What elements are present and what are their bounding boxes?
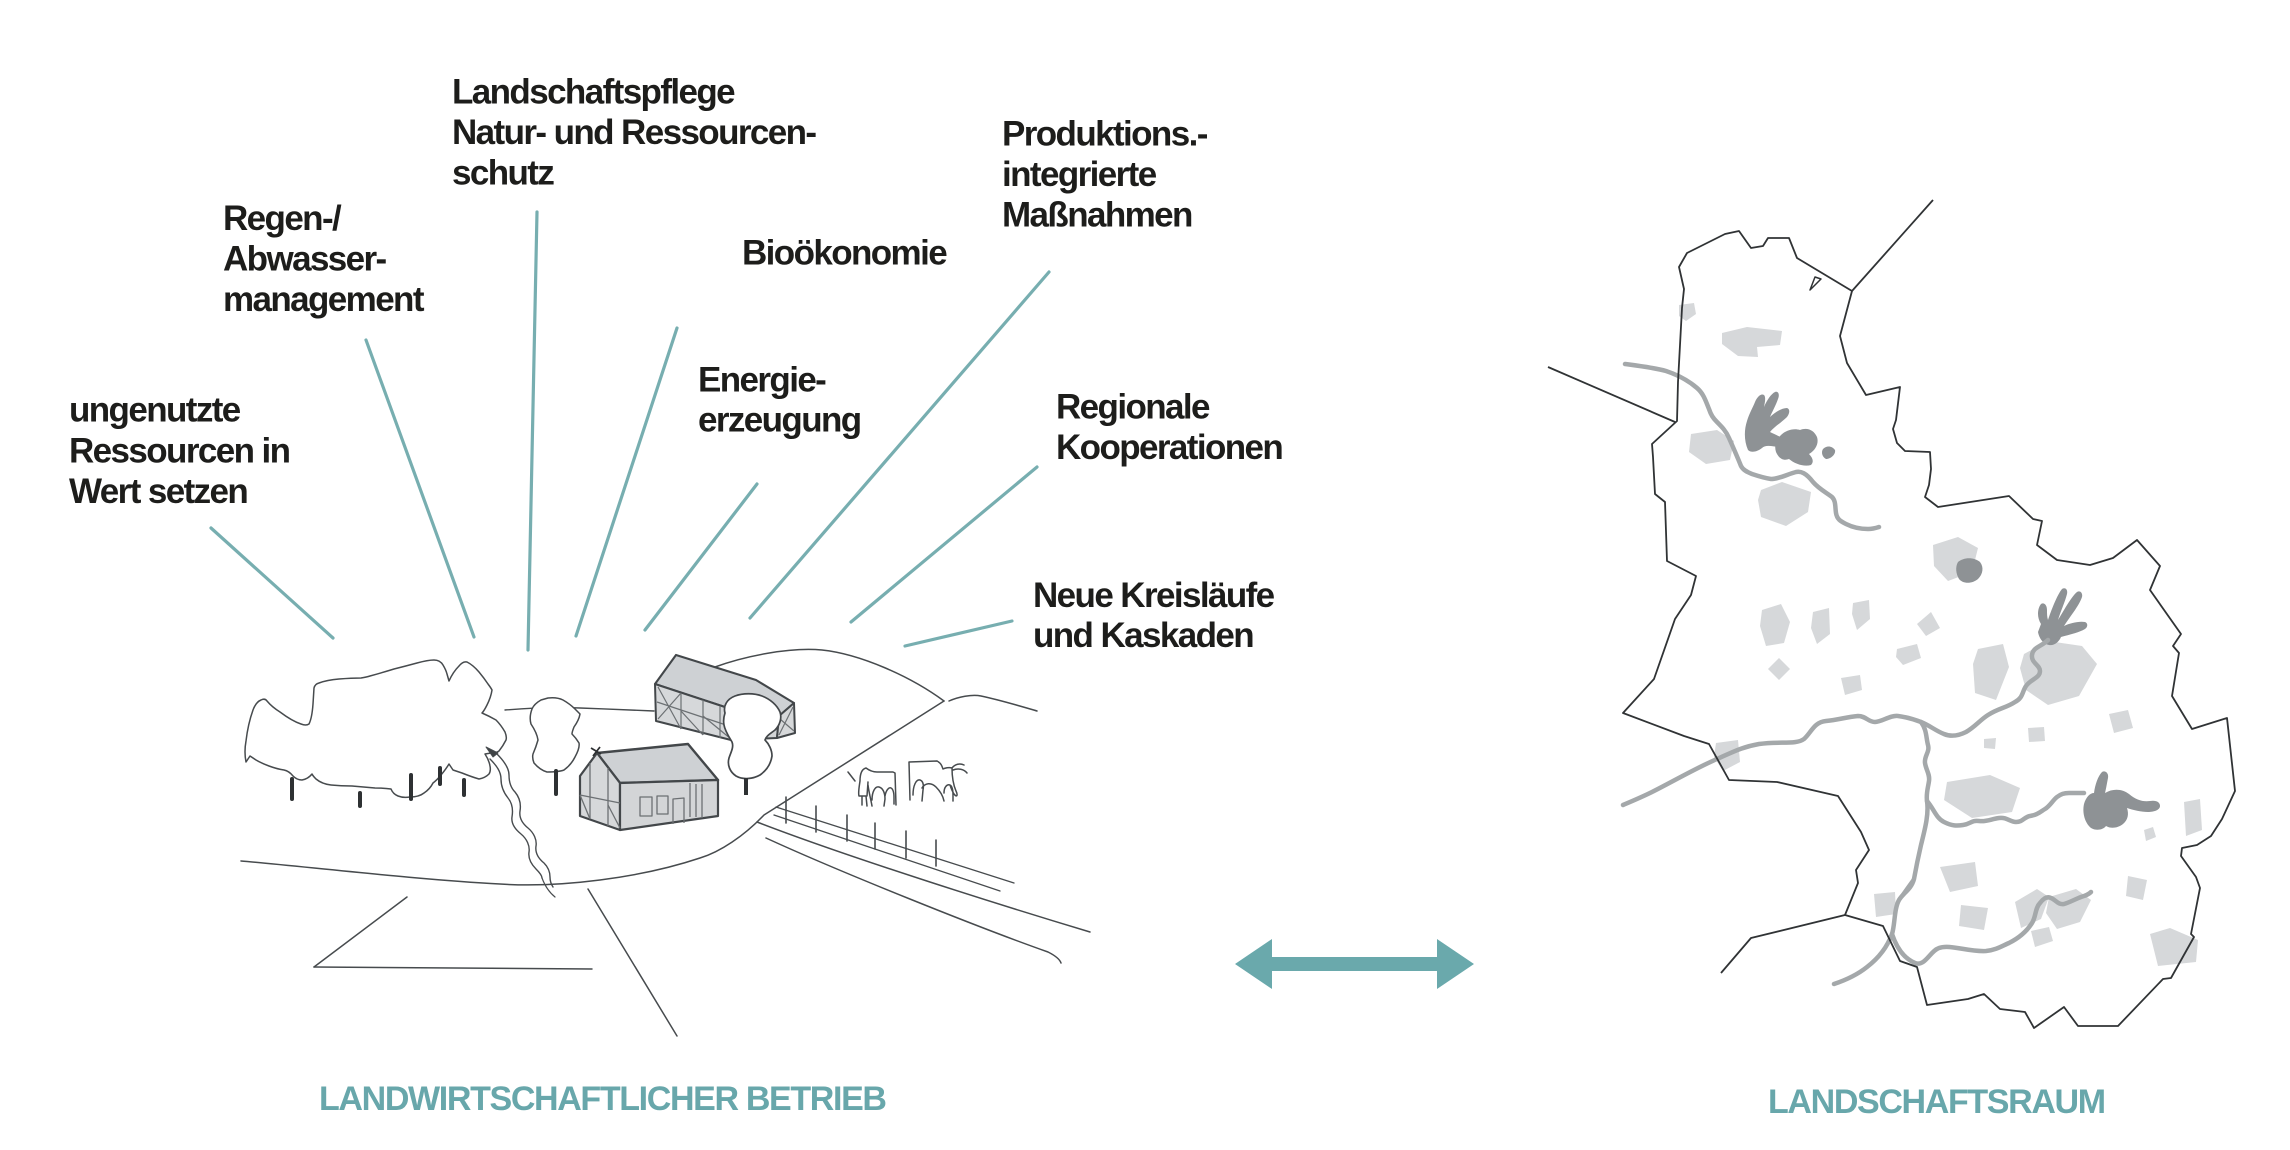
svg-text:Landschaftspflege: Landschaftspflege: [452, 73, 735, 112]
svg-text:Regen-/: Regen-/: [223, 199, 342, 238]
svg-text:LANDWIRTSCHAFTLICHER BETRIEB: LANDWIRTSCHAFTLICHER BETRIEB: [319, 1080, 886, 1118]
svg-text:Bioökonomie: Bioökonomie: [742, 234, 947, 273]
svg-text:Ressourcen in: Ressourcen in: [69, 431, 290, 470]
svg-text:und Kaskaden: und Kaskaden: [1033, 616, 1253, 655]
svg-text:Maßnahmen: Maßnahmen: [1002, 195, 1192, 234]
svg-text:Wert setzen: Wert setzen: [69, 472, 247, 511]
svg-text:Regionale: Regionale: [1056, 388, 1210, 427]
svg-text:Neue Kreisläufe: Neue Kreisläufe: [1033, 576, 1275, 615]
svg-text:Natur- und Ressourcen-: Natur- und Ressourcen-: [452, 113, 816, 152]
svg-text:ungenutzte: ungenutzte: [69, 391, 241, 430]
svg-text:LANDSCHAFTSRAUM: LANDSCHAFTSRAUM: [1768, 1083, 2105, 1121]
svg-text:erzeugung: erzeugung: [698, 401, 861, 440]
svg-text:Energie-: Energie-: [698, 360, 826, 399]
svg-text:management: management: [223, 280, 425, 319]
svg-text:integrierte: integrierte: [1002, 155, 1157, 194]
svg-text:Produktions.-: Produktions.-: [1002, 115, 1208, 154]
svg-text:Abwasser-: Abwasser-: [223, 240, 387, 279]
svg-text:schutz: schutz: [452, 153, 554, 192]
svg-text:Kooperationen: Kooperationen: [1056, 428, 1282, 467]
